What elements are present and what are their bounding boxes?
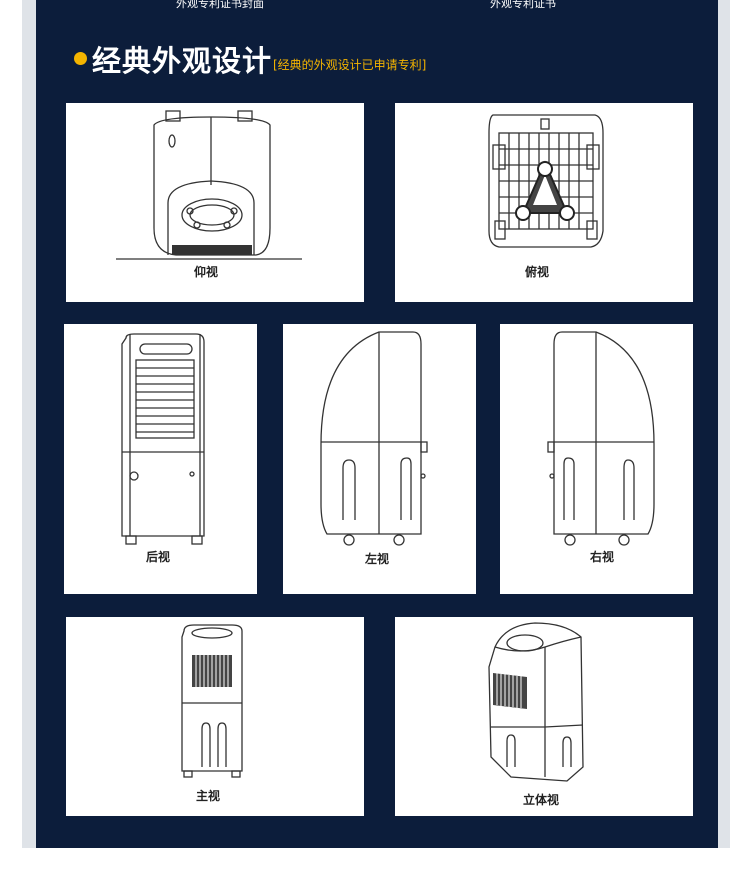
page-margin-bottom	[0, 848, 750, 877]
view-card-top: 俯视	[395, 103, 693, 302]
view-label-iso: 立体视	[523, 793, 560, 807]
top-view-drawing	[488, 114, 604, 248]
view-label-bottom: 仰视	[194, 265, 219, 279]
right-view-drawing	[547, 331, 655, 546]
view-label-left: 左视	[365, 552, 390, 566]
left-view-drawing	[320, 331, 428, 546]
back-view-drawing	[121, 333, 205, 545]
view-card-front: 主视	[66, 617, 364, 816]
patent-cover-caption: 外观专利证书封面	[176, 0, 264, 10]
panel-border-right	[718, 0, 730, 848]
section-subtitle: [经典的外观设计已申请专利]	[273, 58, 427, 72]
view-label-right: 右视	[590, 550, 615, 564]
iso-view-drawing	[488, 622, 584, 782]
view-card-bottom: 仰视	[66, 103, 364, 302]
view-label-front: 主视	[196, 789, 221, 803]
view-card-right: 右视	[500, 324, 693, 594]
view-card-left: 左视	[283, 324, 476, 594]
bottom-view-drawing	[116, 110, 302, 260]
patent-certificate-caption: 外观专利证书	[490, 0, 556, 10]
section-title: 经典外观设计	[92, 44, 273, 78]
title-bullet-icon	[74, 52, 87, 65]
view-card-iso: 立体视	[395, 617, 693, 816]
page-margin-left	[0, 0, 22, 848]
front-view-drawing	[181, 624, 243, 778]
panel-border-left	[22, 0, 36, 848]
view-card-back: 后视	[64, 324, 257, 594]
view-label-back: 后视	[146, 550, 171, 564]
view-label-top: 俯视	[525, 265, 550, 279]
